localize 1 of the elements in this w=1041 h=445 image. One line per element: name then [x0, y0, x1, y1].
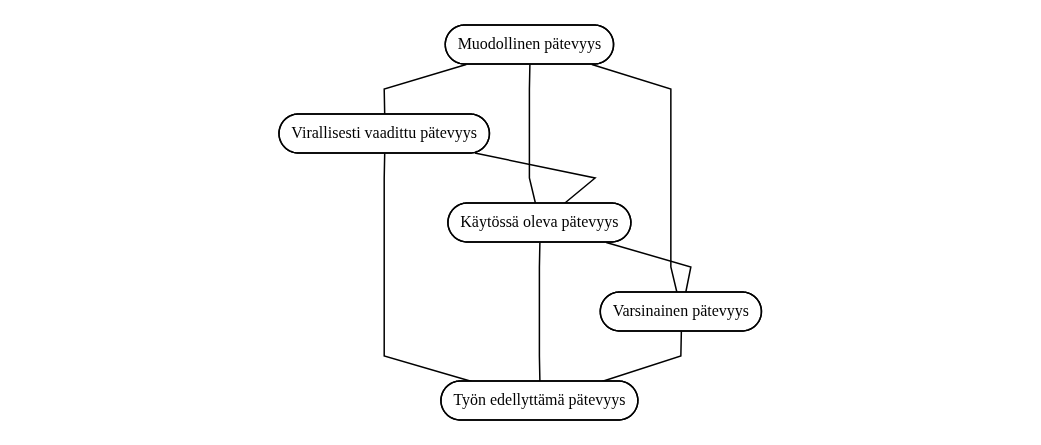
connector — [383, 63, 468, 116]
